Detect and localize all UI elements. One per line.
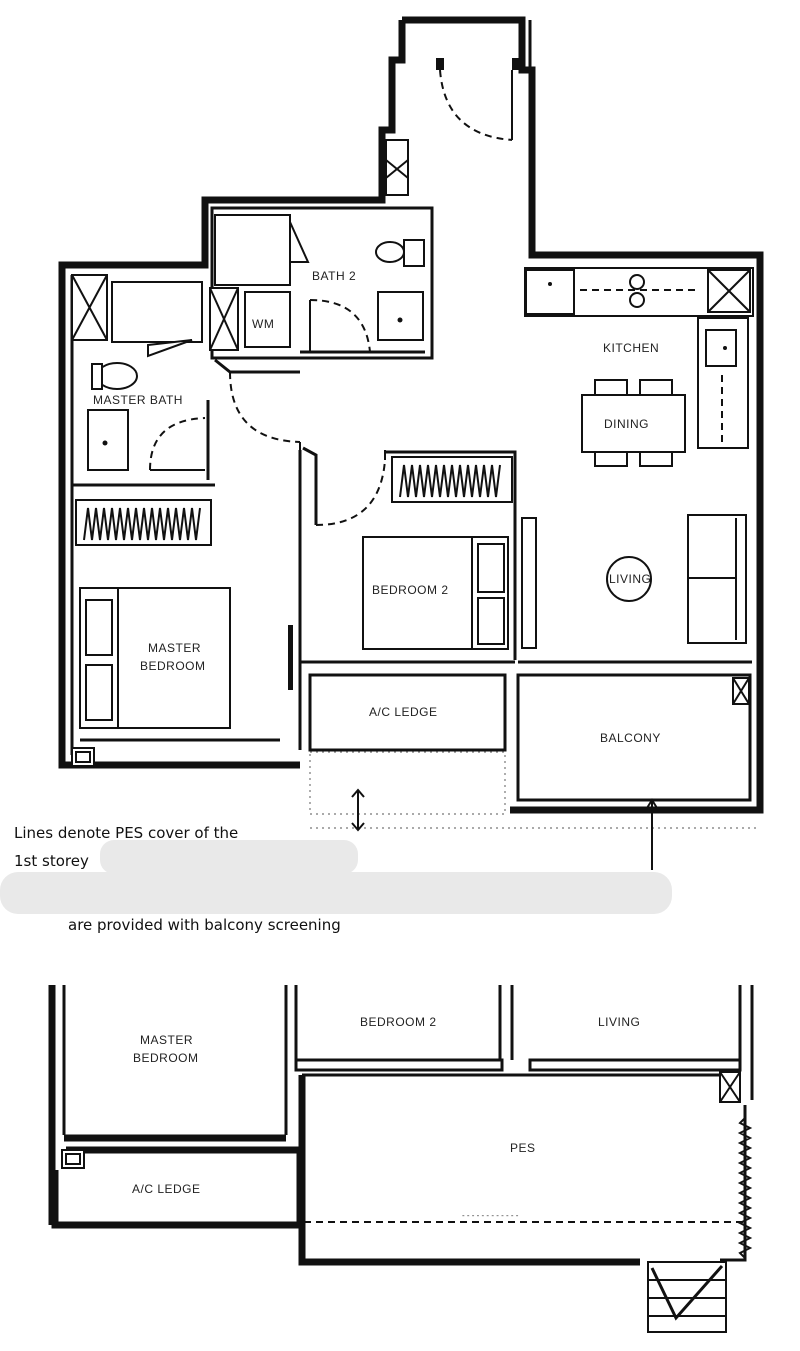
- lower-plan: - - - - - - - - - - - - MASTER BEDROOM B…: [48, 985, 754, 1333]
- pes-boundary-text: - - - - - - - - - - - -: [462, 1211, 519, 1220]
- kitchen-area: [524, 267, 754, 449]
- label-master-bath: MASTER BATH: [93, 393, 183, 407]
- upper-outer-walls: [58, 16, 764, 814]
- master-bath-area: [71, 274, 215, 487]
- label-kitchen: KITCHEN: [603, 341, 659, 355]
- bath2-area: [209, 206, 434, 360]
- lower-label-master-bedroom-2: BEDROOM: [133, 1051, 199, 1065]
- master-bedroom-door: [214, 358, 301, 455]
- lower-label-living: LIVING: [598, 1015, 640, 1029]
- note-line-2: 1st storey: [14, 852, 89, 870]
- living-area: [518, 514, 752, 664]
- label-master-bedroom-1: MASTER: [148, 641, 201, 655]
- label-dining: DINING: [604, 417, 649, 431]
- label-ac-ledge: A/C LEDGE: [369, 705, 438, 719]
- label-wm: WM: [252, 317, 274, 331]
- dining-table: [581, 379, 686, 467]
- bedroom2-door: [302, 446, 386, 526]
- lower-label-pes: PES: [510, 1141, 536, 1155]
- pes-cover-lines: [309, 751, 760, 870]
- master-bed: [79, 587, 293, 742]
- label-master-bedroom-2: BEDROOM: [140, 659, 206, 673]
- label-bedroom2: BEDROOM 2: [372, 583, 449, 597]
- bedroom2-area: [298, 450, 537, 750]
- blurred-note-region-2: [0, 872, 672, 914]
- note-line-3: are provided with balcony screening: [68, 916, 341, 934]
- label-living: LIVING: [609, 572, 651, 586]
- lower-label-ac-ledge: A/C LEDGE: [132, 1182, 201, 1196]
- shoe-cabinet: [385, 139, 409, 196]
- label-balcony: BALCONY: [600, 731, 661, 745]
- note-line-1: Lines denote PES cover of the: [14, 824, 238, 842]
- ac-ledge-balcony: [71, 673, 752, 802]
- blurred-note-region: [100, 840, 358, 874]
- lower-label-master-bedroom-1: MASTER: [140, 1033, 193, 1047]
- master-wardrobe: [75, 499, 212, 546]
- lower-steps: [647, 1261, 727, 1333]
- label-bath2: BATH 2: [312, 269, 356, 283]
- upper-plan: BATH 2 WM MASTER BATH KITCHEN DINING LIV…: [0, 16, 764, 934]
- lower-label-bedroom2: BEDROOM 2: [360, 1015, 437, 1029]
- lower-pes: - - - - - - - - - - - -: [298, 1071, 753, 1266]
- entrance-door: [436, 58, 520, 141]
